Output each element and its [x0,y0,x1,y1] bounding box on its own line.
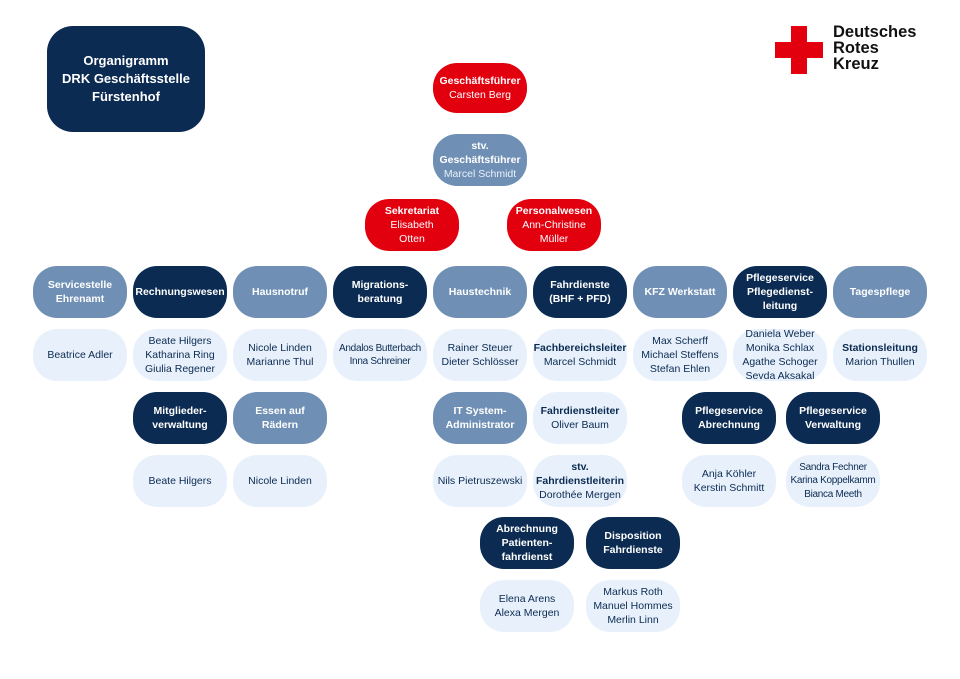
dept-rechnungswesen: Rechnungswesen [133,266,227,318]
staff-pflegeservice: Daniela Weber Monika Schlax Agathe Schog… [733,328,827,382]
unit-it-admin: IT System- Administrator [433,392,527,444]
unit-pflege-abrechnung: Pflegeservice Abrechnung [682,392,776,444]
dept-haustechnik: Haustechnik [433,266,527,318]
red-cross-icon [775,26,823,74]
staff-hausnotruf: Nicole Linden Marianne Thul [233,329,327,381]
staff-migration: Andalos Butterbach Inna Schreiner [333,329,427,381]
drk-logo: Deutsches Rotes Kreuz [775,24,930,76]
dept-tagespflege: Tagespflege [833,266,927,318]
staff-essen-auf-raedern: Nicole Linden [233,455,327,507]
dept-servicestelle: Servicestelle Ehrenamt [33,266,127,318]
logo-text: Deutsches Rotes Kreuz [833,23,917,73]
staff-mitgliederverwaltung: Beate Hilgers [133,455,227,507]
staff-stv-fahrdienstleiterin: stv. Fahrdienstleiterin Dorothée Mergen [533,455,627,507]
unit-fahrdienstleiter: Fahrdienstleiter Oliver Baum [533,392,627,444]
staff-fahrdienste-lead: Fachbereichsleiter Marcel Schmidt [533,329,627,381]
managing-director-box: Geschäftsführer Carsten Berg [433,63,527,113]
staff-pflege-abrechnung: Anja Köhler Kerstin Schmitt [682,455,776,507]
hr-box: Personalwesen Ann-Christine Müller [507,199,601,251]
staff-it-admin: Nils Pietruszewski [433,455,527,507]
staff-rechnungswesen: Beate Hilgers Katharina Ring Giulia Rege… [133,329,227,381]
title-line-3: Fürstenhof [92,89,160,105]
secretariat-box: Sekretariat Elisabeth Otten [365,199,459,251]
unit-mitgliederverwaltung: Mitglieder- verwaltung [133,392,227,444]
unit-abrechnung-patientenfahrdienst: Abrechnung Patienten- fahrdienst [480,517,574,569]
staff-disposition-fahrdienste: Markus Roth Manuel Hommes Merlin Linn [586,580,680,632]
unit-essen-auf-raedern: Essen auf Rädern [233,392,327,444]
staff-haustechnik: Rainer Steuer Dieter Schlösser [433,329,527,381]
staff-kfz: Max Scherff Michael Steffens Stefan Ehle… [633,329,727,381]
dept-fahrdienste: Fahrdienste (BHF + PFD) [533,266,627,318]
unit-pflege-verwaltung: Pflegeservice Verwaltung [786,392,880,444]
dept-hausnotruf: Hausnotruf [233,266,327,318]
title-line-1: Organigramm [83,52,169,68]
dept-pflegeservice: Pflegeservice Pflegedienst- leitung [733,266,827,318]
dept-migration: Migrations- beratung [333,266,427,318]
deputy-director-box: stv. Geschäftsführer Marcel Schmidt [433,134,527,186]
staff-pflege-verwaltung: Sandra Fechner Karina Koppelkamm Bianca … [786,455,880,507]
org-chart-title: Organigramm DRK Geschäftsstelle Fürstenh… [47,26,205,132]
staff-tagespflege-lead: Stationsleitung Marion Thullen [833,329,927,381]
staff-servicestelle: Beatrice Adler [33,329,127,381]
title-line-2: DRK Geschäftsstelle [62,70,190,86]
staff-abrechnung-patientenfahrdienst: Elena Arens Alexa Mergen [480,580,574,632]
unit-disposition-fahrdienste: Disposition Fahrdienste [586,517,680,569]
dept-kfz: KFZ Werkstatt [633,266,727,318]
